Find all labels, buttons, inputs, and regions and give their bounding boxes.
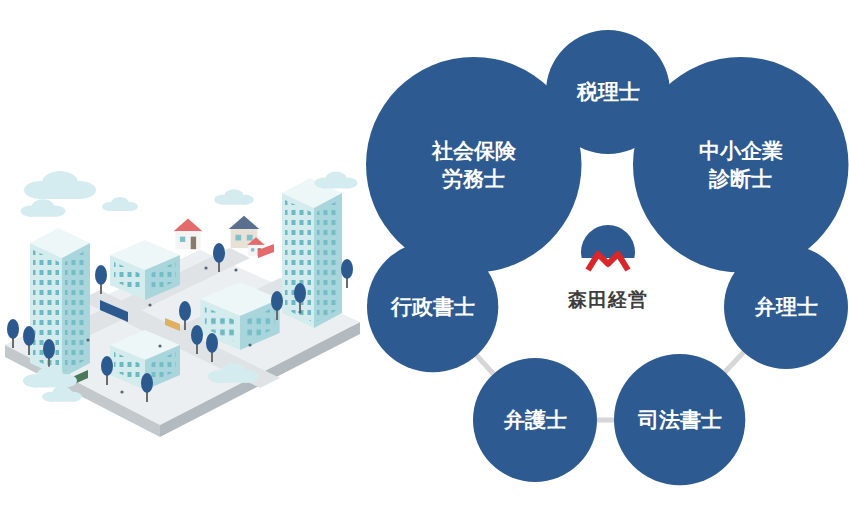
profession-circle: 司法書士 xyxy=(614,354,745,485)
circle-fill xyxy=(366,57,582,273)
profession-name: 弁理士 xyxy=(755,293,818,321)
circle-text-box: 弁護士 xyxy=(473,358,597,482)
trees xyxy=(7,243,353,402)
company-name: 森田経営 xyxy=(568,287,648,313)
circle-fill xyxy=(724,245,848,369)
profession-circle: 弁理士 xyxy=(724,245,848,369)
circle-text-box: 中小企業 診断士 xyxy=(633,57,849,273)
company-logo xyxy=(581,225,635,285)
circle-fill xyxy=(473,358,597,482)
circle-text-box: 司法書士 xyxy=(614,354,745,485)
circle-fill xyxy=(614,354,745,485)
profession-name: 社会保険 労務士 xyxy=(426,137,523,194)
profession-name: 行政書士 xyxy=(391,293,475,321)
profession-name: 中小企業 診断士 xyxy=(693,137,790,194)
profession-name: 司法書士 xyxy=(638,406,722,434)
circle-text-box: 社会保険 労務士 xyxy=(366,57,582,273)
ring-connector xyxy=(476,354,495,375)
profession-circle: 弁護士 xyxy=(473,358,597,482)
circle-text-box: 弁理士 xyxy=(724,245,848,369)
clouds xyxy=(21,171,358,402)
circle-fill xyxy=(633,57,849,273)
profession-circle: 社会保険 労務士 xyxy=(366,57,582,273)
profession-name: 弁護士 xyxy=(504,406,567,434)
ring-connector xyxy=(595,417,616,422)
profession-circle: 中小企業 診断士 xyxy=(633,57,849,273)
vehicles xyxy=(70,244,274,386)
circle-outline xyxy=(366,57,582,273)
circle-outline xyxy=(633,57,849,273)
buildings xyxy=(30,178,342,390)
ring-connector xyxy=(724,351,745,374)
people xyxy=(86,266,301,393)
profession-name: 税理士 xyxy=(577,78,640,106)
